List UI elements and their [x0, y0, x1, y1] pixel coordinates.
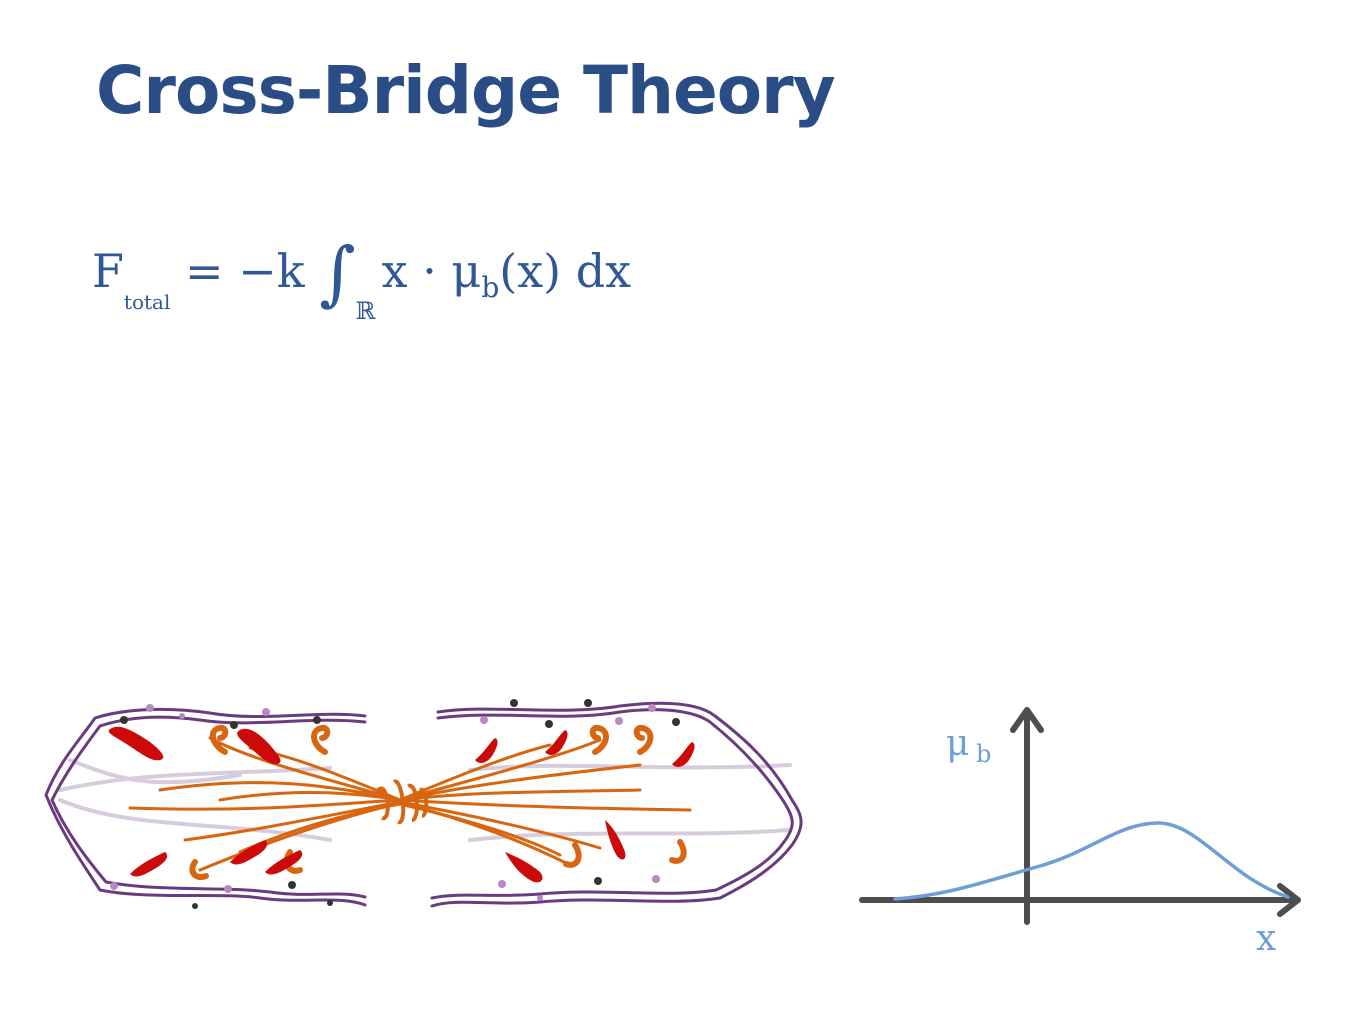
integrand-x-mu: x · μ [381, 244, 482, 298]
y-axis-label: μ [946, 723, 969, 764]
page-title: Cross-Bridge Theory [96, 52, 836, 129]
mu-b-graph: μ b x [859, 707, 1301, 959]
integral-domain: ℝ [355, 297, 376, 325]
m-line-knot [376, 779, 429, 824]
equals-neg-k: = −k [170, 244, 320, 298]
integral-sign: ∫ [319, 232, 356, 314]
binding-distribution-curve [893, 821, 1290, 901]
x-axis-arrowhead [1277, 883, 1301, 917]
actin-outline-right [430, 701, 803, 908]
myosin-bundle [128, 736, 692, 872]
y-axis-arrowhead [1010, 707, 1044, 733]
x-axis-label: x [1256, 918, 1276, 959]
force-symbol: F [92, 244, 124, 298]
y-axis-label-subscript: b [976, 740, 991, 768]
force-equation: Ftotal = −k ∫ℝx · μb(x) dx [92, 222, 632, 325]
actin-outline-left [44, 707, 367, 907]
integrand-subscript: b [481, 271, 500, 304]
myosin-heads-orange [189, 725, 687, 880]
force-subscript: total [123, 290, 171, 314]
filament-beads [110, 699, 680, 909]
myosin-heads-red [108, 726, 695, 883]
integrand-rest: (x) dx [499, 244, 632, 298]
